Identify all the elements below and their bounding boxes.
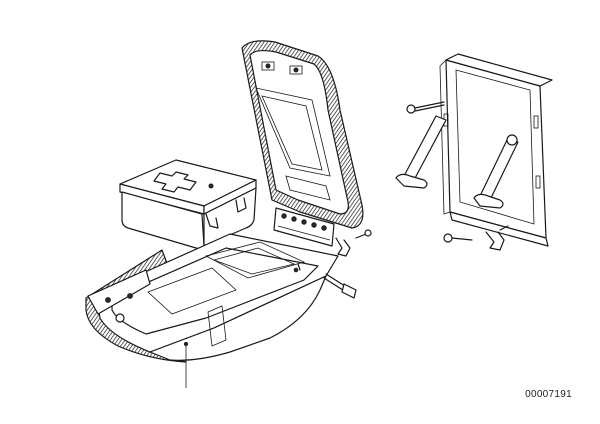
armrest-lid xyxy=(241,40,364,229)
hinge-plate xyxy=(273,207,335,247)
armrest-base-tray xyxy=(85,233,339,388)
screw-small xyxy=(355,229,372,239)
spring-clip xyxy=(335,237,351,257)
mounting-bolt xyxy=(323,273,357,299)
pivot-arm-right xyxy=(473,134,519,209)
pivot-arm-left xyxy=(395,115,447,189)
spring-clip-bracket xyxy=(485,225,509,251)
screw-bottom xyxy=(443,233,473,243)
first-aid-kit xyxy=(119,159,257,250)
screw-top-left xyxy=(406,101,445,114)
reference-number: 00007191 xyxy=(525,389,572,400)
mounting-bracket xyxy=(439,53,553,247)
